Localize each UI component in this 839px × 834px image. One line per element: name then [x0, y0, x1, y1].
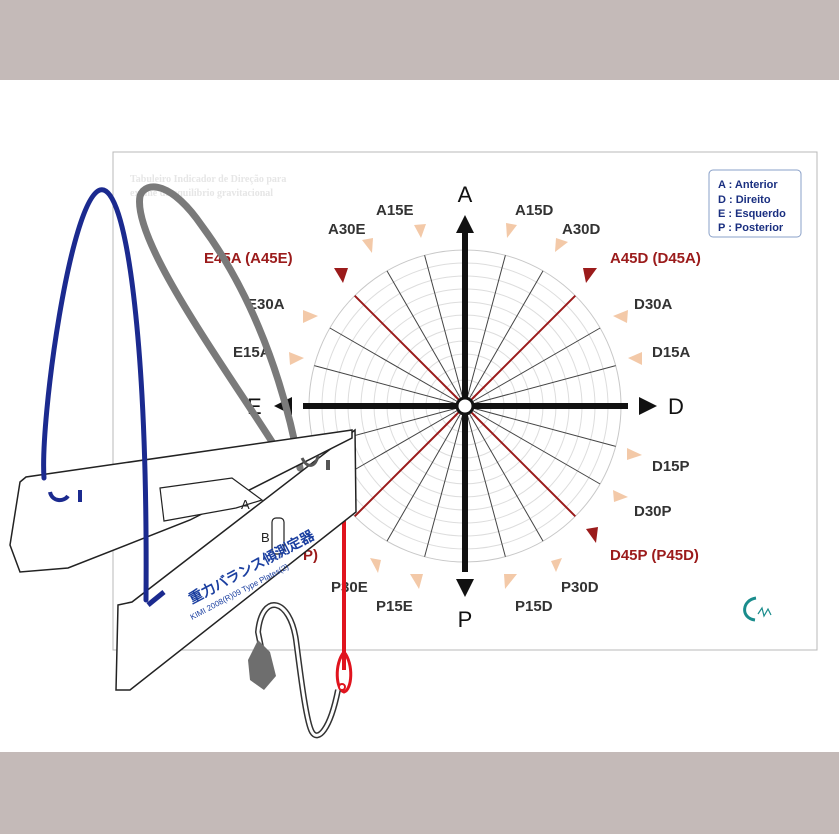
diagonal-line	[464, 405, 577, 518]
legend-direito: D : Direito	[718, 194, 771, 206]
label-e30a: E30A	[247, 296, 285, 313]
navy-lower-mark	[146, 590, 166, 607]
label-d30p: D30P	[634, 503, 672, 520]
marker-e15a	[289, 352, 304, 365]
top-band	[0, 0, 839, 80]
board-title-line-1: Tabuleiro Indicador de Direção para	[130, 174, 286, 185]
marker-a30d	[555, 238, 568, 252]
navy-wire	[41, 187, 149, 603]
marker-p30e	[370, 558, 381, 573]
spoke-line	[464, 255, 506, 407]
spoke-line	[424, 405, 466, 557]
marker-a15d	[506, 223, 517, 238]
marker-p15d	[504, 574, 517, 589]
legend-anterior: A : Anterior	[718, 179, 778, 191]
label-p15d: P15D	[515, 598, 553, 615]
spoke-line	[464, 270, 544, 407]
arrow-right-icon	[639, 397, 657, 415]
arrow-down-icon	[456, 579, 474, 597]
direction-markers	[289, 223, 642, 589]
legend-esquerdo: E : Esquerdo	[718, 208, 786, 220]
cord	[256, 603, 340, 737]
spoke-line	[464, 365, 616, 407]
marker-a15e	[414, 224, 426, 238]
marker-d30a	[613, 310, 628, 323]
gray-wire	[136, 183, 304, 472]
spoke-line	[329, 327, 466, 407]
spoke-line	[464, 405, 544, 542]
spoke-line	[424, 255, 466, 407]
spoke-line	[464, 405, 506, 557]
slot-b	[271, 517, 285, 555]
plumb-bob-icon	[248, 640, 276, 690]
spoke-line	[314, 365, 466, 407]
gray-slot-mark	[326, 460, 330, 470]
diagonal-line	[464, 294, 577, 407]
label-d15a: D15A	[652, 344, 691, 361]
label-a15d: A15D	[515, 202, 554, 219]
spoke-line	[386, 405, 466, 542]
marker-d15a	[628, 352, 642, 365]
axis-label-anterior: A	[458, 182, 473, 207]
label-a45d: A45D (D45A)	[610, 250, 701, 267]
axis-label-posterior: P	[458, 607, 473, 632]
label-a30e: A30E	[328, 221, 366, 238]
slot-a	[159, 477, 264, 522]
diagonal-line	[353, 405, 466, 518]
red-string-loop	[335, 649, 353, 694]
marker-d45p	[586, 527, 598, 543]
legend: A : Anterior D : Direito E : Esquerdo P …	[708, 169, 802, 238]
logo-icon	[743, 596, 772, 622]
spoke-line	[464, 405, 616, 447]
slot-a-label: A	[241, 497, 250, 512]
marker-d15p	[627, 448, 642, 460]
slot-b-label: B	[261, 530, 270, 545]
marker-a30e	[362, 238, 373, 253]
label-d30a: D30A	[634, 296, 673, 313]
label-p15e: P15E	[376, 598, 413, 615]
legend-posterior: P : Posterior	[718, 222, 784, 234]
label-d15p: D15P	[652, 458, 690, 475]
marker-d30p	[613, 490, 628, 502]
marker-p15e	[410, 574, 423, 589]
spoke-line	[464, 405, 601, 485]
label-a30d: A30D	[562, 221, 601, 238]
arrow-up-icon	[456, 215, 474, 233]
red-string-knot	[338, 683, 346, 691]
axis-label-direito: D	[668, 394, 684, 419]
center-point	[455, 396, 475, 416]
navy-hook-mark	[48, 491, 70, 503]
marker-a45d	[583, 268, 597, 283]
device-front-plate	[115, 428, 357, 691]
spoke-line	[386, 270, 466, 407]
diagonal-line	[353, 294, 466, 407]
spoke-line	[464, 327, 601, 407]
label-d45p: D45P (P45D)	[610, 547, 699, 564]
board-title-line-2: exame do equilíbrio gravitacional	[130, 188, 273, 199]
label-e15a: E15A	[233, 344, 271, 361]
marker-p30d	[551, 558, 562, 572]
marker-e45a	[334, 268, 348, 283]
gray-hook-mark	[300, 455, 320, 467]
marker-e30a	[303, 310, 318, 323]
label-p30d: P30D	[561, 579, 599, 596]
label-p30e: P30E	[331, 579, 368, 596]
bottom-band	[0, 752, 839, 834]
label-a15e: A15E	[376, 202, 414, 219]
navy-slot-mark	[78, 490, 82, 502]
